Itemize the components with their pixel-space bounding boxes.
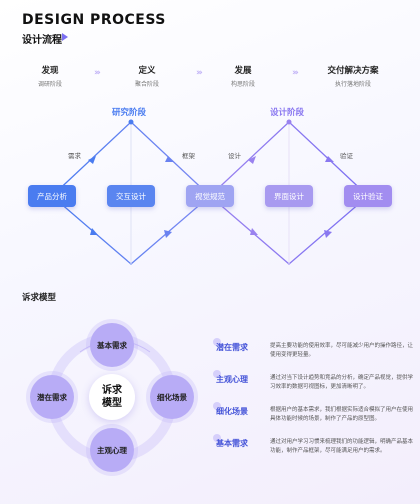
- double-diamond-diagram: [51, 119, 369, 265]
- model-center-line1: 诉求: [102, 385, 122, 396]
- step-name: 发展: [234, 66, 252, 76]
- arrow-icon: [250, 228, 258, 235]
- arrow-icon: [324, 230, 332, 238]
- step-sub: 构思阶段: [230, 81, 255, 88]
- step-name: 交付解决方案: [327, 66, 379, 76]
- chevron-right-icon: ›››: [292, 68, 299, 78]
- edge-label-framework: 框架: [182, 152, 195, 160]
- edge-label-verify: 验证: [340, 152, 353, 160]
- desc-text: 通过对当下设计趋势和竞品的分析，确定产品视觉，提供学习效率的数据可视图标，更加清…: [270, 375, 414, 390]
- dot-icon: [213, 434, 221, 442]
- step-name: 发现: [41, 66, 59, 76]
- phase-label-research: 研究阶段: [112, 108, 147, 118]
- model-node-detailed-scene: 细化场景: [150, 375, 194, 419]
- step-deliver: 交付解决方案 执行落地阶段: [318, 64, 388, 88]
- play-arrow-icon: [62, 33, 68, 41]
- arrow-icon: [248, 156, 256, 164]
- desc-label: 潜在需求: [216, 343, 248, 352]
- step-define: 定义 聚合阶段: [112, 64, 182, 88]
- arrow-icon: [88, 156, 96, 164]
- page-title-zh: 设计流程: [22, 35, 62, 46]
- model-center: 诉求 模型: [89, 374, 135, 420]
- phase-label-design: 设计阶段: [270, 108, 305, 118]
- dot-icon: [213, 370, 221, 378]
- page-title-en: DESIGN PROCESS: [22, 12, 166, 28]
- desc-text: 根据用户的基本需求，我们根据实际适合模拟了用户在使用具体功能时候的场景，制作了产…: [270, 407, 414, 422]
- model-node-basic-demand: 基本需求: [90, 323, 134, 367]
- chevron-right-icon: ›››: [94, 68, 101, 78]
- desc-label: 基本需求: [216, 439, 248, 448]
- step-sub: 聚合阶段: [134, 81, 159, 88]
- model-center-line2: 模型: [102, 398, 122, 409]
- step-develop: 发展 构思阶段: [208, 64, 278, 88]
- box-interaction-design: 交互设计: [107, 185, 155, 207]
- step-sub: 执行落地阶段: [334, 81, 371, 88]
- arrow-icon: [164, 230, 172, 238]
- box-design-verify: 设计验证: [344, 185, 392, 207]
- edge-label-design: 设计: [228, 152, 241, 160]
- desc-text: 通过对用户学习习惯来梳理我们的功能逻辑，明确产品基本功能，制作产品框架，尽可能满…: [270, 439, 414, 454]
- box-product-analysis: 产品分析: [28, 185, 76, 207]
- phase-node-research: [128, 119, 134, 125]
- edge-label-demand: 需求: [68, 152, 81, 160]
- step-discover: 发现 调研阶段: [15, 64, 85, 88]
- arrow-icon: [165, 156, 174, 162]
- model-node-subjective-mind: 主观心理: [90, 428, 134, 472]
- desc-text: 提高主要功能的使用效率，尽可能减少用户的操作路径，让使用变得更轻量。: [270, 343, 414, 358]
- phase-node-design: [286, 119, 292, 125]
- model-node-potential-demand: 潜在需求: [30, 375, 74, 419]
- section-title-model: 诉求模型: [22, 293, 57, 303]
- desc-label: 主观心理: [216, 375, 248, 384]
- chevron-right-icon: ›››: [196, 68, 203, 78]
- step-sub: 调研阶段: [37, 81, 62, 88]
- dot-icon: [213, 338, 221, 346]
- desc-label: 细化场景: [216, 407, 248, 416]
- box-visual-spec: 视觉规范: [186, 185, 234, 207]
- box-ui-design: 界面设计: [265, 185, 313, 207]
- step-name: 定义: [138, 66, 156, 76]
- arrow-icon: [90, 228, 98, 235]
- dot-icon: [213, 402, 221, 410]
- arrow-icon: [325, 156, 334, 162]
